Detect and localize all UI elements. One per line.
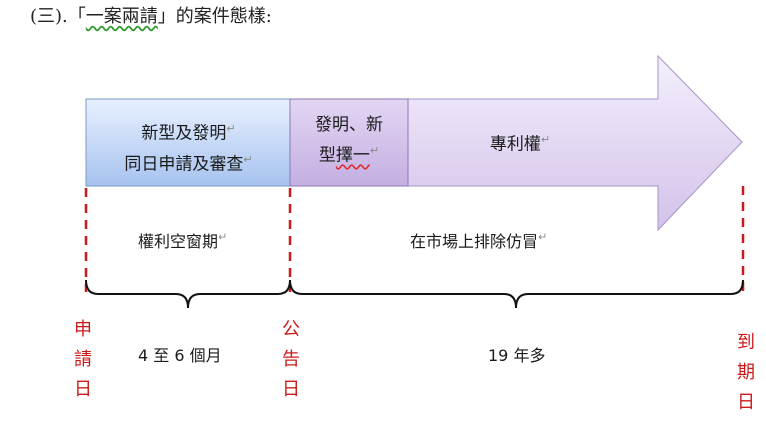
heading-suffix: 」的案件態樣: — [157, 6, 272, 27]
paragraph-mark-icon: ↵ — [538, 230, 548, 244]
paragraph-mark-icon: ↵ — [540, 133, 551, 146]
publication-char: 告 — [282, 349, 300, 370]
middle-box-line2-start: 型 — [318, 145, 336, 166]
paragraph-mark-icon: ↵ — [369, 144, 380, 157]
first-duration-label: 4 至 6 個月 — [138, 346, 222, 365]
paragraph-mark-icon: ↵ — [243, 152, 253, 166]
paragraph-mark-icon: ↵ — [218, 230, 228, 244]
arrow-label-text: 專利權 — [489, 134, 541, 155]
expiry-date-label: 到 期 日 — [735, 328, 757, 418]
middle-box-line2-end: 擇一 — [335, 145, 370, 166]
expiry-char: 到 — [737, 332, 755, 353]
filing-char: 請 — [74, 349, 92, 370]
gap-period-text: 權利空窗期 — [138, 232, 219, 251]
market-period-text: 在市場上排除仿冒 — [410, 232, 539, 251]
publication-char: 公 — [282, 319, 300, 340]
gap-period-label: 權利空窗期↵ — [138, 228, 227, 252]
section-heading: (三).「一案兩請」的案件態樣: — [30, 2, 272, 28]
expiry-char: 日 — [737, 392, 755, 413]
left-box-line1: 新型及發明 — [141, 123, 227, 144]
filing-char: 日 — [74, 379, 92, 400]
left-box-line2: 同日申請及審查 — [124, 154, 244, 175]
gap-period-brace — [85, 279, 291, 309]
concurrent-application-label: 新型及發明↵ 同日申請及審查↵ — [86, 116, 291, 177]
concurrent-application-box — [85, 98, 292, 187]
publication-char: 日 — [282, 379, 300, 400]
filing-char: 申 — [74, 319, 92, 340]
middle-box-line1: 發明、新 — [315, 115, 383, 135]
second-duration-label: 19 年多 — [488, 346, 546, 365]
publication-date-label: 公 告 日 — [280, 315, 302, 405]
heading-prefix: (三).「 — [30, 6, 86, 27]
filing-date-label: 申 請 日 — [72, 315, 94, 405]
expiry-char: 期 — [737, 362, 755, 383]
choose-one-label: 發明、新 型擇一↵ — [290, 112, 408, 169]
patent-right-label: 專利權↵ — [470, 127, 570, 158]
market-period-label: 在市場上排除仿冒↵ — [410, 228, 547, 252]
heading-term: 一案兩請 — [85, 6, 158, 27]
choose-one-box — [289, 98, 409, 187]
market-period-brace — [289, 279, 744, 309]
paragraph-mark-icon: ↵ — [226, 122, 236, 135]
